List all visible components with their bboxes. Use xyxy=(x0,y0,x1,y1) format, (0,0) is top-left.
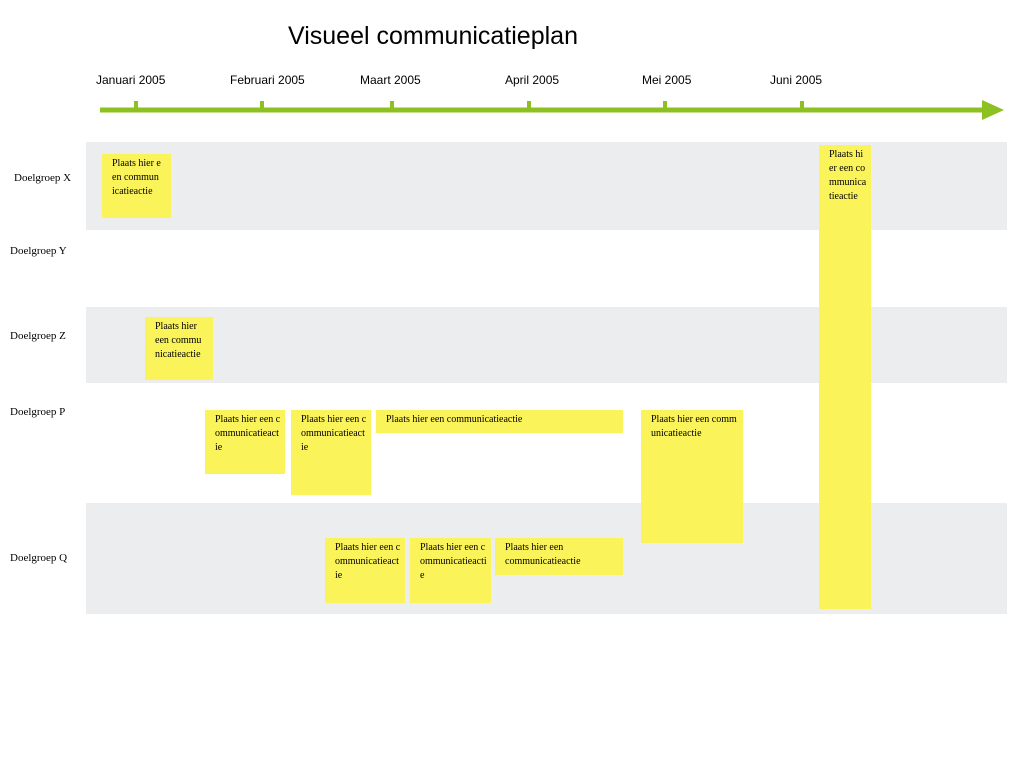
group-label-p: Doelgroep P xyxy=(10,406,66,418)
action-note-z-januari[interactable]: Plaats hier een communicatieactie xyxy=(145,317,213,380)
group-label-x: Doelgroep X xyxy=(14,172,72,184)
action-note-p-mei[interactable]: Plaats hier een communicatieactie xyxy=(641,410,743,543)
timeline-tick-maart xyxy=(390,101,394,109)
action-note-q-april[interactable]: Plaats hier een communicatieactie xyxy=(495,538,623,575)
timeline-tick-januari xyxy=(134,101,138,109)
month-label-februari: Februari 2005 xyxy=(230,73,305,87)
timeline-arrow xyxy=(100,100,1004,120)
page-title: Visueel communicatieplan xyxy=(288,22,578,50)
action-note-q-maart[interactable]: Plaats hier een communicatieactie xyxy=(325,538,405,603)
action-note-p-maart-april[interactable]: Plaats hier een communicatieactie xyxy=(376,410,623,433)
month-label-januari: Januari 2005 xyxy=(96,73,166,87)
month-label-mei: Mei 2005 xyxy=(642,73,692,87)
action-note-p-februari-2[interactable]: Plaats hier een communicatieactie xyxy=(291,410,371,495)
group-label-q: Doelgroep Q xyxy=(10,552,68,564)
action-note-juni-all-groups[interactable]: Plaats hier een communicatieactie xyxy=(819,145,871,609)
timeline-arrowhead xyxy=(982,100,1004,120)
group-label-z: Doelgroep Z xyxy=(10,330,66,342)
month-label-maart: Maart 2005 xyxy=(360,73,421,87)
action-note-x-januari[interactable]: Plaats hier een communicatieactie xyxy=(102,154,171,218)
action-note-p-februari[interactable]: Plaats hier een communicatieactie xyxy=(205,410,285,474)
timeline-tick-februari xyxy=(260,101,264,109)
timeline-tick-juni xyxy=(800,101,804,109)
group-label-y: Doelgroep Y xyxy=(10,245,67,257)
timeline-tick-mei xyxy=(663,101,667,109)
month-label-juni: Juni 2005 xyxy=(770,73,823,87)
month-label-april: April 2005 xyxy=(505,73,560,87)
timeline-tick-april xyxy=(527,101,531,109)
action-note-q-maart-2[interactable]: Plaats hier een communicatieactie xyxy=(410,538,491,603)
